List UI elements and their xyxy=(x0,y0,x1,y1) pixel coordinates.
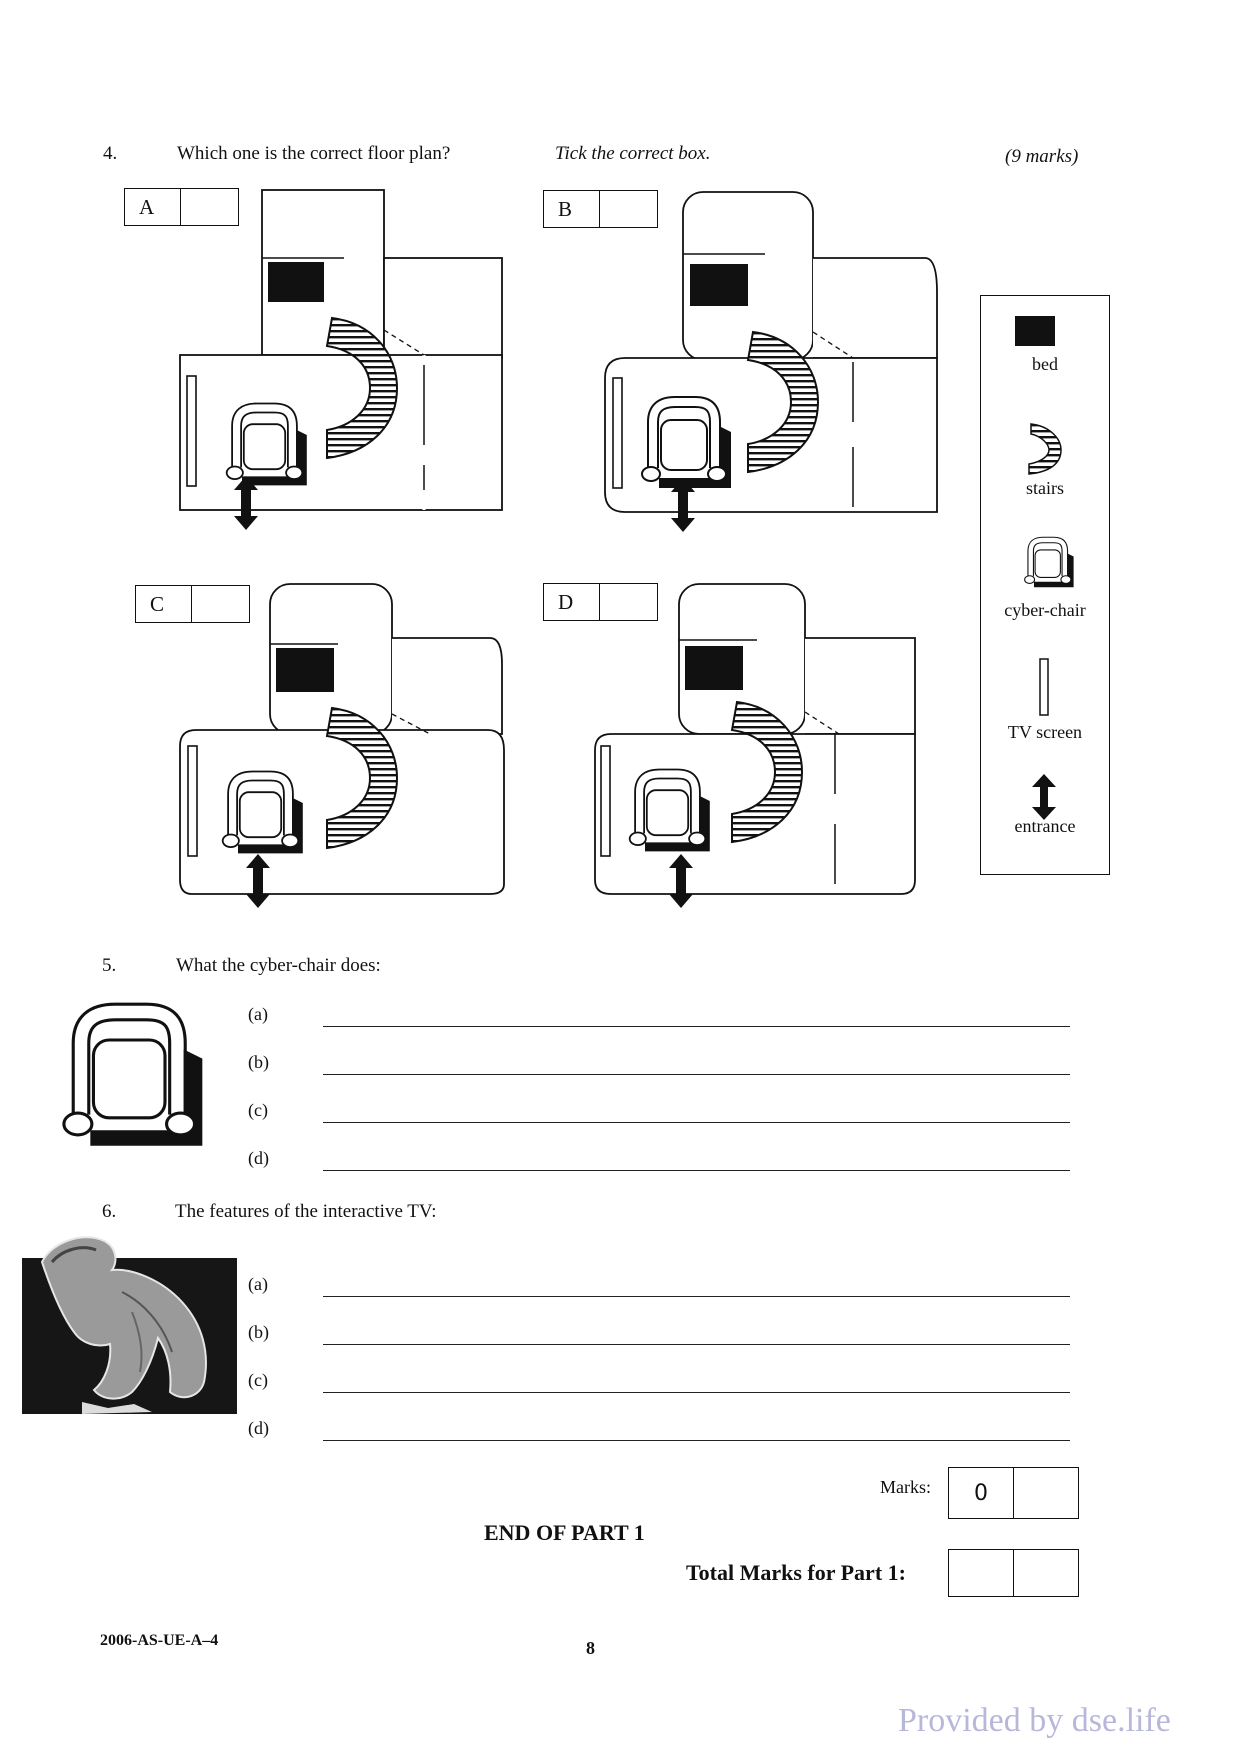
q5-item-c: (c) xyxy=(248,1100,268,1120)
q6-answer-c-line[interactable] xyxy=(323,1392,1070,1393)
q6-item-d: (d) xyxy=(248,1418,269,1438)
q6-item-b: (b) xyxy=(248,1322,269,1342)
q5-answer-c-line[interactable] xyxy=(323,1122,1070,1123)
q4-marks: (9 marks) xyxy=(1005,146,1079,167)
q6-question: The features of the interactive TV: xyxy=(175,1201,437,1222)
stairs-icon xyxy=(1028,423,1062,475)
q5-answer-a-line[interactable] xyxy=(323,1026,1070,1027)
option-a-box[interactable]: A xyxy=(124,188,239,226)
marks-box[interactable]: 0 xyxy=(948,1467,1079,1519)
cyber-chair-icon xyxy=(1023,540,1073,598)
dinosaur-image xyxy=(22,1236,237,1414)
q6-item-c: (c) xyxy=(248,1370,268,1390)
total-marks-cell-2[interactable] xyxy=(1014,1550,1078,1596)
legend-bed-label: bed xyxy=(1032,354,1058,374)
option-b-label: B xyxy=(544,191,600,227)
q4-instruction: Tick the correct box. xyxy=(555,143,711,164)
option-c-box[interactable]: C xyxy=(135,585,250,623)
legend-tv-label: TV screen xyxy=(1007,722,1083,742)
provided-by-link[interactable]: Provided by dse.life xyxy=(898,1702,1171,1739)
q5-item-b: (b) xyxy=(248,1052,269,1072)
floor-plan-d xyxy=(594,583,916,908)
total-marks-cell-1[interactable] xyxy=(949,1550,1014,1596)
option-a-label: A xyxy=(125,189,181,225)
marks-label: Marks: xyxy=(880,1477,931,1497)
floor-plan-c xyxy=(179,583,505,908)
legend-stairs-label: stairs xyxy=(1026,478,1064,498)
total-marks-label: Total Marks for Part 1: xyxy=(686,1560,906,1585)
option-b-box[interactable]: B xyxy=(543,190,658,228)
q4-number: 4. xyxy=(103,143,118,164)
q5-answer-b-line[interactable] xyxy=(323,1074,1070,1075)
q6-answer-d-line[interactable] xyxy=(323,1440,1070,1441)
tv-screen-icon xyxy=(1039,658,1049,716)
option-c-label: C xyxy=(136,586,192,622)
cyber-chair-illustration xyxy=(52,1012,222,1152)
q6-answer-b-line[interactable] xyxy=(323,1344,1070,1345)
legend-entrance-label: entrance xyxy=(1014,816,1076,836)
end-of-part: END OF PART 1 xyxy=(484,1520,645,1545)
entrance-arrow-icon xyxy=(1032,774,1056,820)
paper-code: 2006-AS-UE-A–4 xyxy=(100,1632,219,1649)
q5-item-a: (a) xyxy=(248,1004,268,1024)
q5-question: What the cyber-chair does: xyxy=(176,955,381,976)
legend: bed stairs cyber-chair TV screen entranc… xyxy=(980,295,1110,875)
option-d-box[interactable]: D xyxy=(543,583,658,621)
total-marks-box[interactable] xyxy=(948,1549,1079,1597)
marks-value: 0 xyxy=(949,1468,1014,1518)
option-d-label: D xyxy=(544,584,600,620)
page-number: 8 xyxy=(586,1638,595,1658)
legend-chair-label: cyber-chair xyxy=(1004,600,1086,620)
q4-question: Which one is the correct floor plan? xyxy=(177,143,451,164)
marks-empty-cell[interactable] xyxy=(1014,1468,1078,1518)
q5-answer-d-line[interactable] xyxy=(323,1170,1070,1171)
bed-icon xyxy=(1015,316,1055,346)
q5-item-d: (d) xyxy=(248,1148,269,1168)
q6-answer-a-line[interactable] xyxy=(323,1296,1070,1297)
q6-number: 6. xyxy=(102,1201,117,1222)
q5-number: 5. xyxy=(102,955,117,976)
q6-item-a: (a) xyxy=(248,1274,268,1294)
floor-plan-b xyxy=(604,191,938,532)
floor-plan-a xyxy=(179,189,503,530)
